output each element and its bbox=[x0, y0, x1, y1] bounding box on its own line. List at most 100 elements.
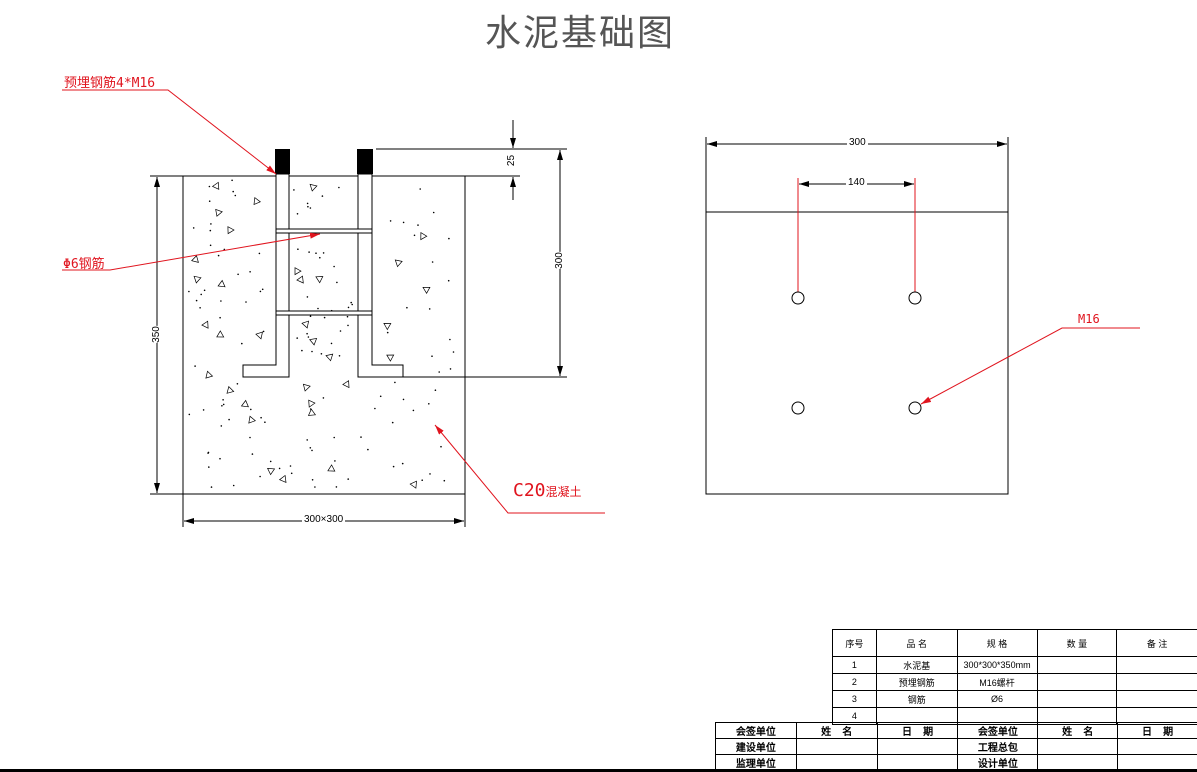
hatch-triangle bbox=[253, 196, 261, 206]
sign-cell: 姓 名 bbox=[795, 722, 878, 739]
hatch-dot bbox=[394, 381, 396, 384]
hatch-triangle bbox=[386, 354, 395, 362]
leader-c20 bbox=[434, 424, 605, 514]
dim-300-vert-text: 300 bbox=[553, 252, 565, 269]
hatch-dot bbox=[428, 308, 431, 310]
hatch-dot bbox=[347, 306, 350, 309]
hatch-dot bbox=[391, 421, 394, 424]
hatch-triangle bbox=[409, 480, 417, 489]
hatch-triangle bbox=[191, 255, 199, 263]
bom-header: 品 名 bbox=[875, 629, 958, 657]
hatch-dot bbox=[289, 465, 292, 467]
hatch-dot bbox=[296, 213, 299, 215]
hatch-dot bbox=[306, 202, 309, 205]
hatch-triangle bbox=[255, 331, 263, 340]
hatch-triangle bbox=[307, 408, 317, 416]
hatch-dot bbox=[306, 332, 308, 335]
hatch-dot bbox=[338, 355, 341, 357]
hatch-dot bbox=[386, 331, 389, 334]
leader-embedded-rebar bbox=[62, 89, 277, 175]
hatch-triangle bbox=[248, 415, 256, 424]
hatch-triangle bbox=[193, 275, 202, 284]
hatch-dot bbox=[245, 301, 247, 303]
hatch-dot bbox=[219, 457, 221, 460]
hatch-dot bbox=[290, 472, 293, 475]
sign-cell: 建设单位 bbox=[715, 738, 797, 755]
hatch-dot bbox=[220, 300, 222, 302]
hatch-dot bbox=[259, 290, 262, 293]
bom-header: 规 格 bbox=[956, 629, 1038, 657]
leader-m16 bbox=[920, 327, 1140, 405]
table-row: 监理单位 设计单位 bbox=[715, 754, 1197, 771]
dim-300-top-text: 300 bbox=[847, 137, 868, 148]
hatch-dot bbox=[258, 252, 261, 255]
right-rebar bbox=[357, 173, 404, 378]
bom-cell: 3 bbox=[832, 690, 877, 708]
hatch-dot bbox=[333, 265, 335, 268]
sign-cell: 会签单位 bbox=[715, 722, 797, 739]
hatch-dot bbox=[210, 486, 213, 488]
hatch-dot bbox=[334, 460, 336, 462]
hatch-triangle bbox=[420, 231, 428, 241]
hatch-triangle bbox=[211, 181, 220, 190]
hatch-dot bbox=[251, 453, 254, 455]
hatch-dot bbox=[429, 473, 431, 475]
hatch-dot bbox=[336, 281, 338, 284]
hatch-triangle bbox=[325, 353, 334, 362]
hatch-triangle bbox=[205, 370, 214, 379]
sign-cell: 姓 名 bbox=[1037, 722, 1119, 739]
dim-140-text: 140 bbox=[846, 177, 867, 188]
hatch-triangle bbox=[383, 323, 392, 331]
concrete-hatch bbox=[188, 179, 455, 489]
hatch-dot bbox=[200, 293, 202, 296]
hatch-dot bbox=[402, 398, 405, 401]
table-row: 1 水泥基 300*300*350mm bbox=[832, 656, 1197, 674]
dim-350-text: 350 bbox=[150, 326, 162, 343]
hatch-dot bbox=[223, 248, 226, 251]
plan-outline bbox=[705, 211, 1009, 495]
bolt-hole-tr bbox=[908, 291, 922, 305]
plan-view bbox=[705, 137, 1140, 495]
hatch-dot bbox=[314, 486, 316, 488]
right-bolt-top bbox=[357, 149, 373, 174]
hatch-dot bbox=[323, 316, 326, 319]
bom-cell: M16螺杆 bbox=[956, 673, 1038, 691]
hatch-dot bbox=[269, 460, 272, 463]
hatch-dot bbox=[221, 405, 223, 407]
sign-cell bbox=[795, 738, 878, 755]
hatch-dot bbox=[431, 355, 433, 358]
hatch-dot bbox=[194, 365, 196, 367]
label-phi6-rebar: Φ6钢筋 bbox=[63, 257, 105, 272]
label-m16: M16 bbox=[1078, 312, 1100, 326]
hatch-dot bbox=[188, 413, 191, 416]
hatch-dot bbox=[320, 353, 323, 355]
hatch-dot bbox=[249, 436, 251, 439]
hatch-dot bbox=[419, 188, 422, 190]
hatch-dot bbox=[346, 315, 349, 318]
bom-cell bbox=[1116, 656, 1197, 674]
left-rebar bbox=[242, 173, 290, 378]
bom-cell: 2 bbox=[832, 673, 877, 691]
bom-cell: 300*300*350mm bbox=[956, 656, 1038, 674]
hatch-dot bbox=[293, 189, 295, 191]
hatch-dot bbox=[347, 478, 350, 480]
hatch-dot bbox=[322, 397, 325, 399]
hatch-dot bbox=[333, 436, 336, 439]
sign-cell: 工程总包 bbox=[957, 738, 1039, 755]
bom-header: 序号 bbox=[832, 629, 877, 657]
hatch-dot bbox=[222, 403, 225, 406]
hatch-dot bbox=[259, 475, 261, 478]
hatch-triangle bbox=[294, 267, 302, 276]
side-view bbox=[62, 89, 605, 527]
bolt-hole-br bbox=[908, 401, 922, 415]
signature-table: 会签单位 姓 名 日 期 会签单位 姓 名 日 期 建设单位 工程总包 监理单位… bbox=[715, 722, 1197, 771]
frame-bottom-border bbox=[0, 769, 1197, 772]
hatch-triangle bbox=[267, 468, 276, 476]
hatch-dot bbox=[351, 303, 354, 306]
hatch-dot bbox=[208, 200, 211, 202]
hatch-dot bbox=[207, 452, 209, 454]
hatch-dot bbox=[309, 315, 312, 318]
hatch-dot bbox=[438, 371, 441, 373]
hatch-triangle bbox=[327, 464, 336, 472]
hatch-dot bbox=[306, 296, 309, 298]
